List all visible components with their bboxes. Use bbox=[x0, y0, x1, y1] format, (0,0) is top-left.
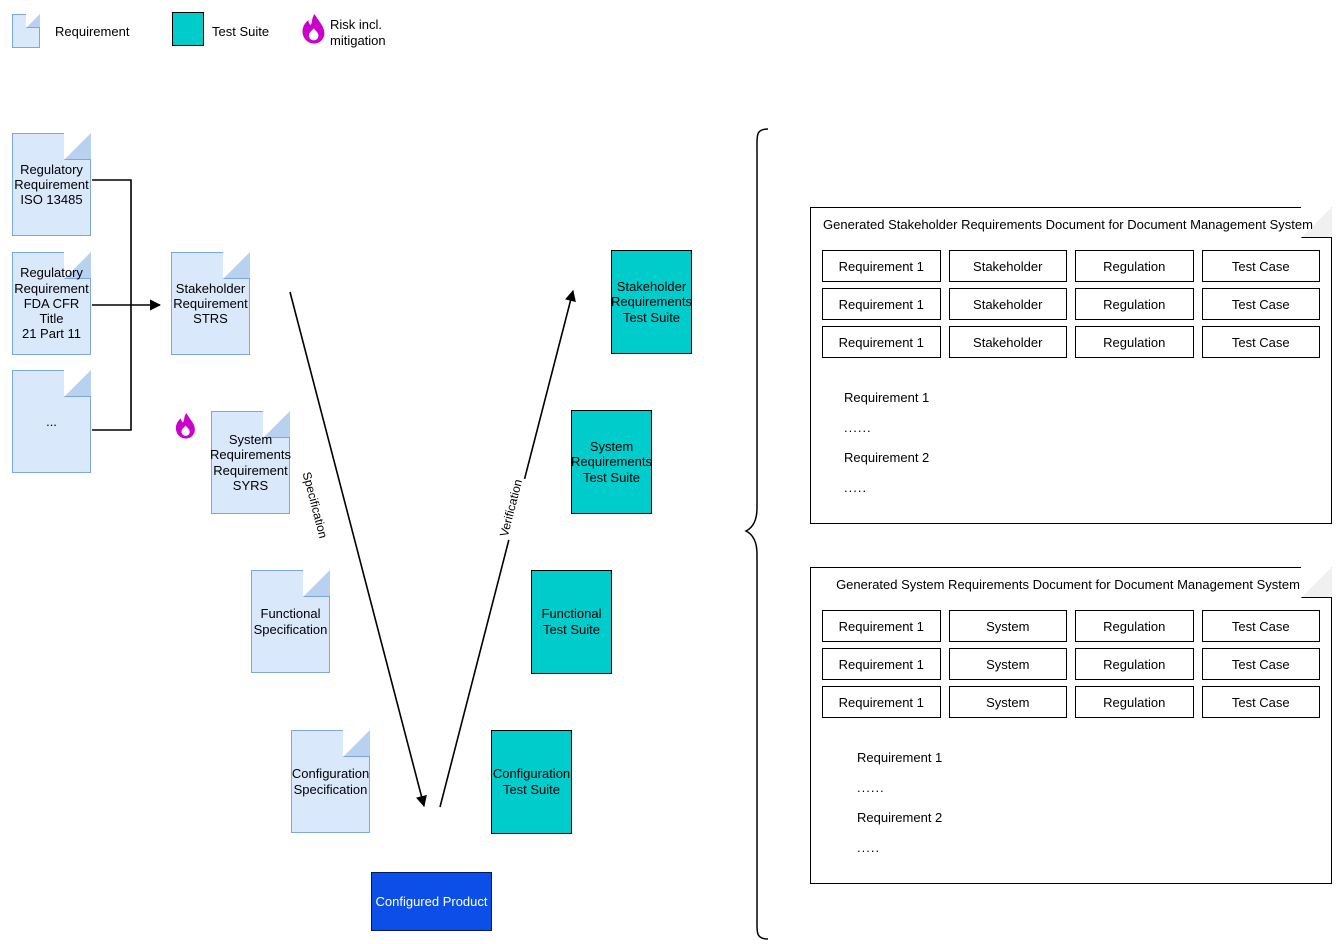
doc-label: System Requirements Requirement SYRS bbox=[210, 431, 291, 493]
table-cell[interactable]: Test Case bbox=[1201, 686, 1320, 718]
grouping-brace bbox=[744, 128, 769, 940]
doc-regulatory-fda[interactable]: Regulatory Requirement FDA CFR Title 21 … bbox=[12, 252, 91, 355]
table-cell[interactable]: Regulation bbox=[1075, 326, 1194, 358]
table-row: Requirement 1 Stakeholder Regulation Tes… bbox=[822, 326, 1320, 358]
suite-stakeholder-requirements[interactable]: Stakeholder Requirements Test Suite bbox=[611, 250, 692, 354]
doc-label: ... bbox=[46, 413, 57, 429]
legend-square-icon bbox=[172, 12, 204, 46]
table-cell[interactable]: System bbox=[948, 648, 1067, 680]
legend-flame-icon bbox=[298, 12, 328, 46]
table-cell[interactable]: Regulation bbox=[1075, 250, 1194, 282]
legend-document-icon bbox=[12, 14, 40, 48]
verification-edge-label: Verification bbox=[495, 475, 527, 541]
table-cell[interactable]: System bbox=[948, 610, 1067, 642]
table-cell[interactable]: Requirement 1 bbox=[822, 648, 941, 680]
suite-label: Stakeholder Requirements Test Suite bbox=[611, 278, 692, 325]
generated-document-table: Requirement 1 System Regulation Test Cas… bbox=[822, 610, 1320, 718]
doc-regulatory-more[interactable]: ... bbox=[12, 370, 91, 473]
suite-system-requirements[interactable]: System Requirements Test Suite bbox=[571, 410, 652, 514]
table-cell[interactable]: Regulation bbox=[1075, 610, 1194, 642]
legend: Requirement Test Suite Risk incl. mitiga… bbox=[0, 0, 420, 70]
doc-label: Regulatory Requirement ISO 13485 bbox=[14, 161, 89, 208]
generated-document-stakeholder[interactable]: Generated Stakeholder Requirements Docum… bbox=[810, 206, 1333, 524]
table-cell[interactable]: Requirement 1 bbox=[822, 326, 941, 358]
specification-arrow bbox=[289, 291, 427, 808]
table-cell[interactable]: Stakeholder bbox=[948, 250, 1067, 282]
table-row: Requirement 1 System Regulation Test Cas… bbox=[822, 610, 1320, 642]
table-row: Requirement 1 System Regulation Test Cas… bbox=[822, 686, 1320, 718]
body-line: Requirement 2 bbox=[857, 810, 943, 825]
doc-system-requirements[interactable]: System Requirements Requirement SYRS bbox=[210, 411, 291, 514]
doc-configuration-specification[interactable]: Configuration Specification bbox=[291, 730, 370, 833]
doc-label: Stakeholder Requirement STRS bbox=[173, 280, 248, 327]
generated-document-system[interactable]: Generated System Requirements Document f… bbox=[810, 566, 1333, 884]
risk-flame-icon-syrs bbox=[172, 410, 198, 442]
doc-functional-specification[interactable]: Functional Specification bbox=[251, 570, 330, 673]
table-cell[interactable]: Requirement 1 bbox=[822, 288, 941, 320]
body-line: Requirement 2 bbox=[844, 450, 930, 465]
table-cell[interactable]: Test Case bbox=[1201, 648, 1320, 680]
configured-product-label: Configured Product bbox=[375, 894, 488, 909]
table-row: Requirement 1 Stakeholder Regulation Tes… bbox=[822, 250, 1320, 282]
body-line: ...... bbox=[857, 780, 885, 795]
suite-label: System Requirements Test Suite bbox=[571, 438, 652, 485]
configured-product-box[interactable]: Configured Product bbox=[371, 872, 492, 931]
legend-label-test-suite: Test Suite bbox=[212, 24, 270, 39]
body-line: Requirement 1 bbox=[857, 750, 943, 765]
suite-label: Functional Test Suite bbox=[541, 606, 602, 637]
table-row: Requirement 1 System Regulation Test Cas… bbox=[822, 648, 1320, 680]
suite-configuration[interactable]: Configuration Test Suite bbox=[491, 730, 572, 834]
legend-label-risk: Risk incl. mitigation bbox=[330, 17, 386, 48]
body-line: ...... bbox=[844, 420, 872, 435]
input-connectors bbox=[92, 179, 162, 431]
doc-regulatory-iso[interactable]: Regulatory Requirement ISO 13485 bbox=[12, 133, 91, 236]
table-cell[interactable]: Stakeholder bbox=[948, 288, 1067, 320]
table-cell[interactable]: Test Case bbox=[1201, 288, 1320, 320]
table-cell[interactable]: System bbox=[948, 686, 1067, 718]
table-cell[interactable]: Stakeholder bbox=[948, 326, 1067, 358]
table-row: Requirement 1 Stakeholder Regulation Tes… bbox=[822, 288, 1320, 320]
table-cell[interactable]: Regulation bbox=[1075, 288, 1194, 320]
table-cell[interactable]: Test Case bbox=[1201, 610, 1320, 642]
doc-label: Functional Specification bbox=[253, 606, 328, 637]
table-cell[interactable]: Test Case bbox=[1201, 326, 1320, 358]
generated-document-table: Requirement 1 Stakeholder Regulation Tes… bbox=[822, 250, 1320, 358]
table-cell[interactable]: Regulation bbox=[1075, 686, 1194, 718]
table-cell[interactable]: Requirement 1 bbox=[822, 610, 941, 642]
table-cell[interactable]: Requirement 1 bbox=[822, 250, 941, 282]
body-line: ..... bbox=[857, 840, 881, 855]
suite-functional[interactable]: Functional Test Suite bbox=[531, 570, 612, 674]
doc-label: Configuration Specification bbox=[291, 766, 370, 797]
generated-document-title: Generated System Requirements Document f… bbox=[836, 577, 1300, 592]
generated-document-title: Generated Stakeholder Requirements Docum… bbox=[823, 217, 1313, 232]
specification-edge-label: Specification bbox=[298, 468, 332, 542]
body-line: ..... bbox=[844, 480, 868, 495]
table-cell[interactable]: Test Case bbox=[1201, 250, 1320, 282]
legend-label-requirement: Requirement bbox=[55, 24, 130, 39]
doc-stakeholder-requirement[interactable]: Stakeholder Requirement STRS bbox=[171, 252, 250, 355]
generated-document-body: Requirement 1 ...... Requirement 2 ..... bbox=[844, 391, 929, 511]
table-cell[interactable]: Requirement 1 bbox=[822, 686, 941, 718]
generated-document-body: Requirement 1 ...... Requirement 2 ..... bbox=[857, 751, 942, 871]
table-cell[interactable]: Regulation bbox=[1075, 648, 1194, 680]
suite-label: Configuration Test Suite bbox=[492, 766, 571, 797]
body-line: Requirement 1 bbox=[844, 390, 930, 405]
doc-label: Regulatory Requirement FDA CFR Title 21 … bbox=[14, 265, 89, 342]
